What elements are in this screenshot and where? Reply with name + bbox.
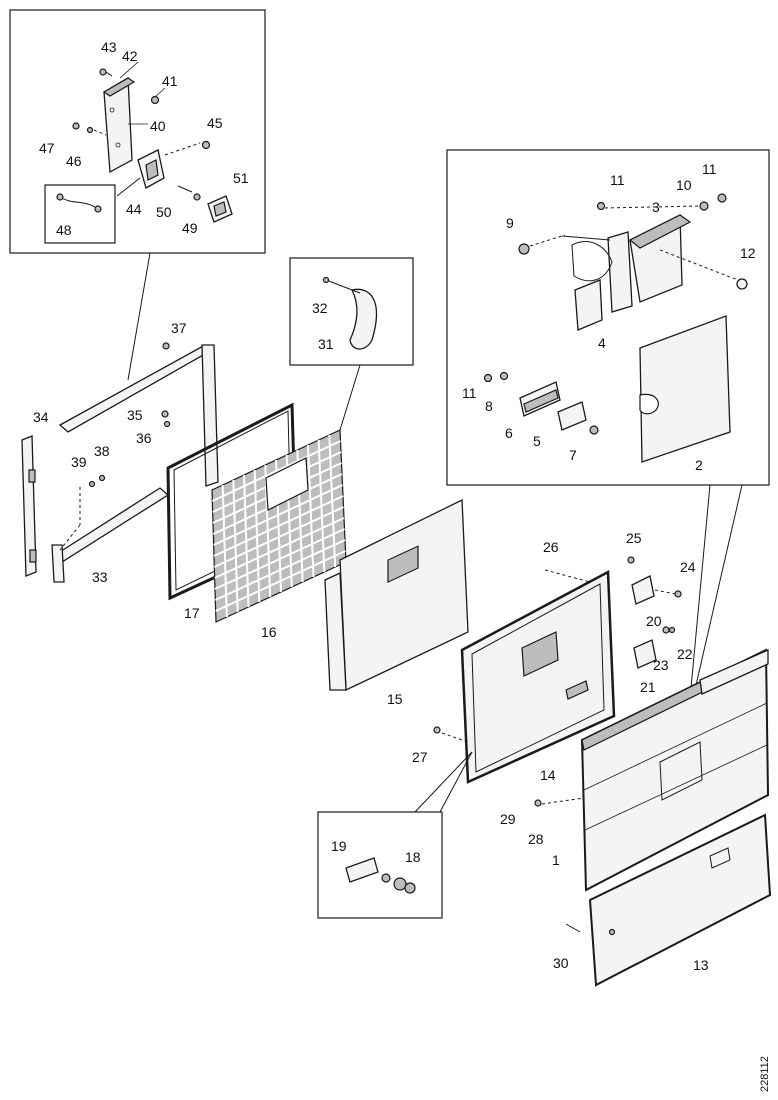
- callout-label: 11: [702, 161, 717, 177]
- callout-label: 44: [126, 201, 142, 217]
- callout-label: 3: [652, 199, 660, 215]
- callout-label: 8: [485, 398, 493, 414]
- callout-label: 11: [462, 385, 477, 401]
- callout-label: 20: [646, 613, 662, 629]
- detail-inset-latch: [317, 811, 443, 919]
- callout-label: 45: [207, 115, 223, 131]
- callout-label: 36: [136, 430, 152, 446]
- callout-label: 39: [71, 454, 87, 470]
- part-34-side-bar: [21, 435, 37, 577]
- callout-label: 32: [312, 300, 328, 316]
- part-14-door-frame: [433, 569, 616, 784]
- callout-label: 25: [626, 530, 642, 546]
- callout-label: 23: [653, 657, 669, 673]
- callout-label: 21: [640, 679, 656, 695]
- inset-pointer-line: [127, 252, 151, 381]
- callout-label: 38: [94, 443, 110, 459]
- callout-label: 7: [569, 447, 577, 463]
- callout-label: 24: [680, 559, 696, 575]
- callout-label: 2: [695, 457, 703, 473]
- inset-pointer-line-3: [687, 484, 711, 721]
- inset-pointer-line-2: [339, 364, 361, 431]
- detail-inset-clip: [289, 257, 414, 366]
- callout-label: 34: [33, 409, 49, 425]
- callout-label: 46: [66, 153, 82, 169]
- callout-label: 15: [387, 691, 403, 707]
- callout-label: 16: [261, 624, 277, 640]
- callout-label: 1: [552, 852, 560, 868]
- mesh-line: [328, 434, 337, 568]
- detail-inset-hinge-assembly: [446, 149, 770, 486]
- callout-label: 19: [331, 838, 347, 854]
- callout-labels: 1 2 3 4 5 6 7 8 9 10 11 11 11 12 13 14 1…: [33, 39, 756, 973]
- callout-label: 42: [122, 48, 138, 64]
- mesh-line: [214, 539, 346, 601]
- callout-label: 35: [127, 407, 143, 423]
- part-15-panel: [324, 498, 469, 692]
- callout-label: 6: [505, 425, 513, 441]
- callout-label: 28: [528, 831, 544, 847]
- callout-label: 13: [693, 957, 709, 973]
- detail-inset-bracket-assembly: [9, 9, 266, 254]
- callout-label: 18: [405, 849, 421, 865]
- inset-pointer-line-6: [439, 751, 473, 813]
- callout-label: 40: [150, 118, 166, 134]
- callout-label: 41: [162, 73, 178, 89]
- document-id: 228112: [759, 1056, 771, 1092]
- callout-label: 49: [182, 220, 198, 236]
- callout-label: 27: [412, 749, 428, 765]
- callout-label: 14: [540, 767, 556, 783]
- callout-label: 30: [553, 955, 569, 971]
- callout-label: 31: [318, 336, 334, 352]
- callout-label: 22: [677, 646, 693, 662]
- callout-label: 11: [610, 172, 625, 188]
- callout-label: 29: [500, 811, 516, 827]
- part-1-door: [534, 648, 770, 892]
- callout-label: 4: [598, 335, 606, 351]
- callout-label: 26: [543, 539, 559, 555]
- frame-rails: [51, 342, 219, 583]
- mesh-line: [215, 550, 346, 612]
- callout-label: 12: [740, 245, 756, 261]
- callout-label: 10: [676, 177, 692, 193]
- callout-label: 48: [56, 222, 72, 238]
- callout-label: 37: [171, 320, 187, 336]
- callout-label: 9: [506, 215, 514, 231]
- callout-label: 47: [39, 140, 55, 156]
- callout-label: 17: [184, 605, 200, 621]
- callout-label: 51: [233, 170, 249, 186]
- part-13-kick-panel: [565, 813, 772, 987]
- callout-label: 43: [101, 39, 117, 55]
- inset-pointer-line-4: [687, 484, 743, 721]
- callout-label: 5: [533, 433, 541, 449]
- part-16-mesh-grid: [211, 429, 347, 623]
- parts-20-21-brackets: [627, 556, 682, 669]
- callout-label: 50: [156, 204, 172, 220]
- callout-label: 33: [92, 569, 108, 585]
- inset-pointer-line-5: [414, 751, 473, 813]
